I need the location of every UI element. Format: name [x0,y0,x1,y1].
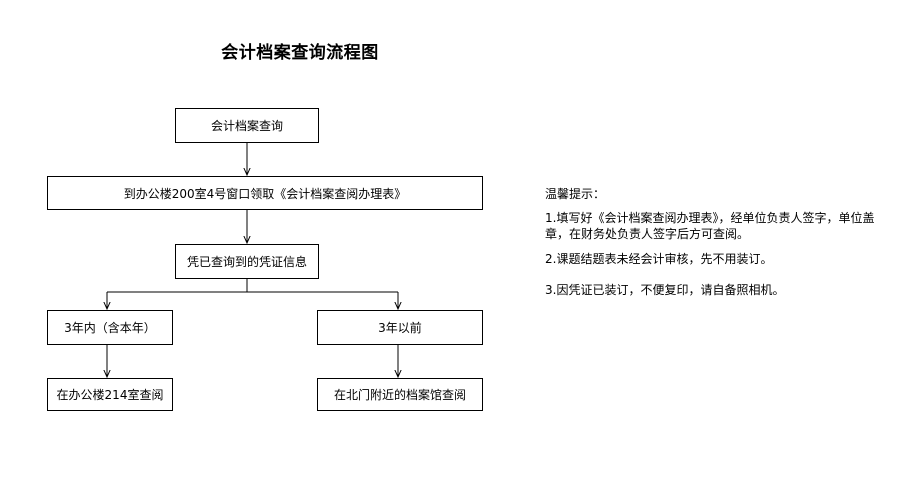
node-before-3-years: 3年以前 [317,310,483,345]
node-get-form: 到办公楼200室4号窗口领取《会计档案查阅办理表》 [47,176,483,210]
tips-panel: 温馨提示： 1.填写好《会计档案查阅办理表》，经单位负责人签字，单位盖章，在财务… [545,186,875,307]
tip-item: 1.填写好《会计档案查阅办理表》，经单位负责人签字，单位盖章，在财务处负责人签字… [545,211,875,241]
node-within-3-years: 3年内（含本年） [47,310,173,345]
tip-item: 2.课题结题表未经会计审核，先不用装订。 [545,252,773,266]
tip-item: 3.因凭证已装订，不便复印，请自备照相机。 [545,283,785,297]
node-office-214: 在办公楼214室查阅 [47,378,173,411]
node-voucher-info: 凭已查询到的凭证信息 [175,244,319,279]
tips-heading: 温馨提示： [545,187,606,201]
page-title: 会计档案查询流程图 [221,43,379,63]
node-archive-query: 会计档案查询 [175,108,319,143]
node-archive-hall: 在北门附近的档案馆查阅 [317,378,483,411]
